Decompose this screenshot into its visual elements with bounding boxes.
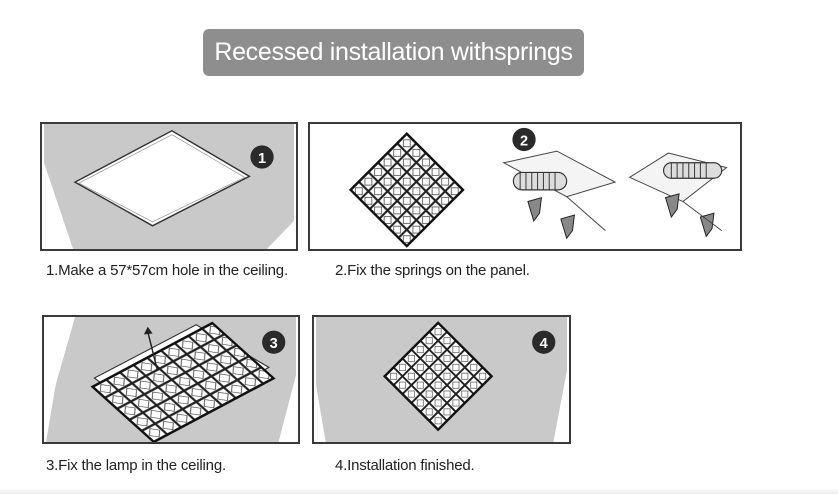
- led-panel-grid-illustration: 3: [46, 317, 296, 442]
- number-badge-icon: 2: [512, 127, 536, 152]
- step-2-number: 2: [520, 133, 528, 149]
- step-3-illustration: 3: [42, 315, 300, 444]
- step-4-number: 4: [540, 336, 548, 352]
- number-badge-icon: 4: [532, 330, 556, 354]
- number-badge-icon: 3: [262, 330, 286, 354]
- step-3-caption: 3.Fix the lamp in the ceiling.: [46, 457, 226, 474]
- number-badge-icon: 1: [250, 145, 274, 169]
- led-panel-grid-illustration: 4: [316, 317, 567, 442]
- step-2-caption: 2.Fix the springs on the panel.: [335, 262, 530, 279]
- step-4-caption: 4.Installation finished.: [335, 457, 475, 474]
- spring-clip-illustration: 2: [348, 127, 728, 248]
- step-2-illustration: 2: [308, 122, 742, 251]
- step-1-caption: 1.Make a 57*57cm hole in the ceiling.: [46, 262, 288, 279]
- step-1-number: 1: [258, 151, 266, 167]
- page-bottom-shadow: [0, 488, 838, 494]
- step-1-illustration: 1: [40, 122, 298, 251]
- ceiling-hole-illustration: 1: [44, 124, 294, 249]
- page-title: Recessed installation withsprings: [203, 29, 584, 76]
- step-3-number: 3: [270, 336, 278, 352]
- step-4-illustration: 4: [312, 315, 571, 444]
